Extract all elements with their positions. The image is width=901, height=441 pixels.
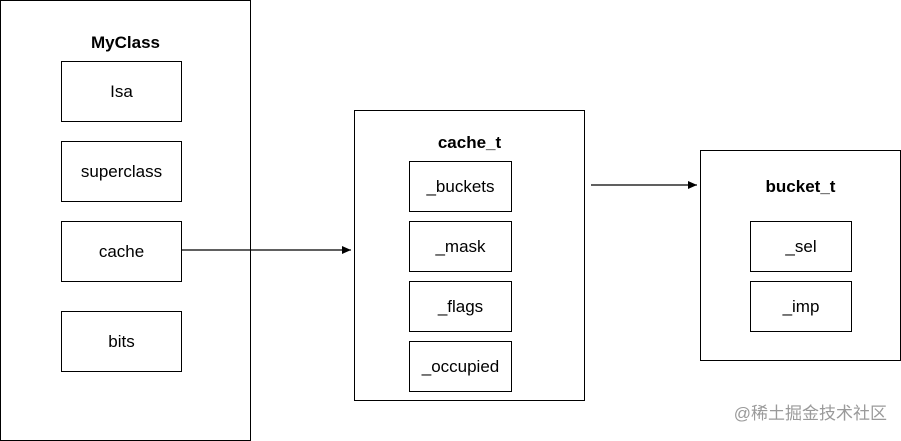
cache-t-title: cache_t (437, 133, 502, 152)
cache-t-field-buckets: _buckets (409, 161, 512, 212)
bucket-t-box: bucket_t _sel _imp (700, 150, 901, 361)
myclass-title: MyClass (91, 33, 160, 52)
myclass-field-superclass: superclass (61, 141, 182, 202)
cache-t-box: cache_t _buckets _mask _flags _occupied (354, 110, 585, 401)
cache-t-field-mask: _mask (409, 221, 512, 272)
watermark-text: @稀土掘金技术社区 (733, 404, 887, 423)
myclass-field-isa: Isa (61, 61, 182, 122)
myclass-field-bits: bits (61, 311, 182, 372)
bucket-t-title: bucket_t (765, 177, 836, 196)
myclass-field-cache: cache (61, 221, 182, 282)
myclass-box: MyClass Isa superclass cache bits (0, 0, 251, 441)
cache-t-field-flags: _flags (409, 281, 512, 332)
bucket-t-field-imp: _imp (750, 281, 852, 332)
bucket-t-field-sel: _sel (750, 221, 852, 272)
cache-t-field-occupied: _occupied (409, 341, 512, 392)
